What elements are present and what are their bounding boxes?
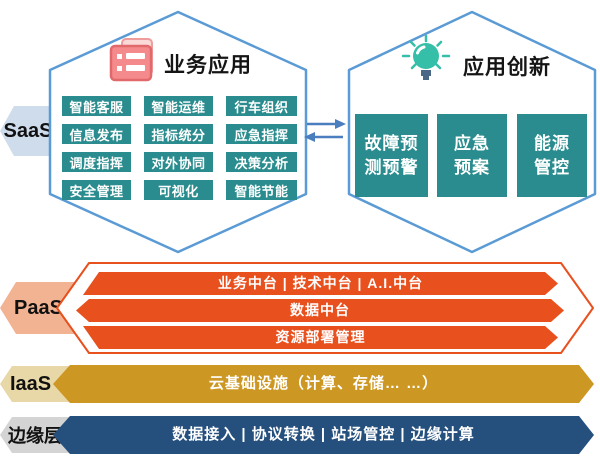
iaas-layer-label: IaaS [10, 372, 52, 395]
business-item: 可视化 [144, 180, 213, 200]
innovation-box-text: 预案 [454, 157, 490, 177]
innovation-box-energy-control: 能源 管控 [517, 114, 587, 197]
saas-layer-label: SaaS [3, 119, 53, 142]
business-hexagon-title: 业务应用 [164, 54, 252, 77]
innovation-box-text: 能源 [534, 133, 570, 153]
business-item: 行车组织 [226, 96, 297, 116]
innovation-box-text: 管控 [534, 157, 570, 177]
paas-bar-resource-deployment: 资源部署管理 [83, 326, 558, 349]
innovation-box-fault-prediction: 故障预 测预警 [355, 114, 428, 197]
business-item: 智能运维 [144, 96, 213, 116]
paas-bar-middle-platforms: 业务中台 | 技术中台 | A.I.中台 [83, 272, 558, 295]
business-item: 应急指挥 [226, 124, 297, 144]
business-item: 智能节能 [226, 180, 297, 200]
business-item: 对外协同 [144, 152, 213, 172]
edge-layer-label: 边缘层 [8, 426, 62, 446]
document-list-icon [106, 37, 160, 90]
innovation-box-text: 故障预 [364, 133, 419, 153]
exchange-arrows-icon [304, 119, 346, 142]
innovation-box-text: 应急 [454, 133, 490, 153]
business-item: 调度指挥 [62, 152, 131, 172]
lightbulb-icon [399, 34, 453, 93]
edge-layer-bar: 数据接入 | 协议转换 | 站场管控 | 边缘计算 [53, 416, 594, 454]
iaas-cloud-infrastructure-bar: 云基础设施（计算、存储… …） [53, 365, 594, 403]
business-item: 智能客服 [62, 96, 131, 116]
business-item: 指标统分 [144, 124, 213, 144]
paas-layer-label: PaaS [14, 296, 63, 319]
paas-bar-data-platform: 数据中台 [76, 299, 564, 322]
innovation-box-emergency-plan: 应急 预案 [437, 114, 507, 197]
business-item: 决策分析 [226, 152, 297, 172]
business-item: 信息发布 [62, 124, 131, 144]
business-button-grid: 智能客服 智能运维 行车组织 信息发布 指标统分 应急指挥 调度指挥 对外协同 … [62, 96, 297, 200]
business-item: 安全管理 [62, 180, 131, 200]
innovation-box-text: 测预警 [364, 157, 419, 177]
innovation-hexagon-title: 应用创新 [463, 56, 551, 79]
